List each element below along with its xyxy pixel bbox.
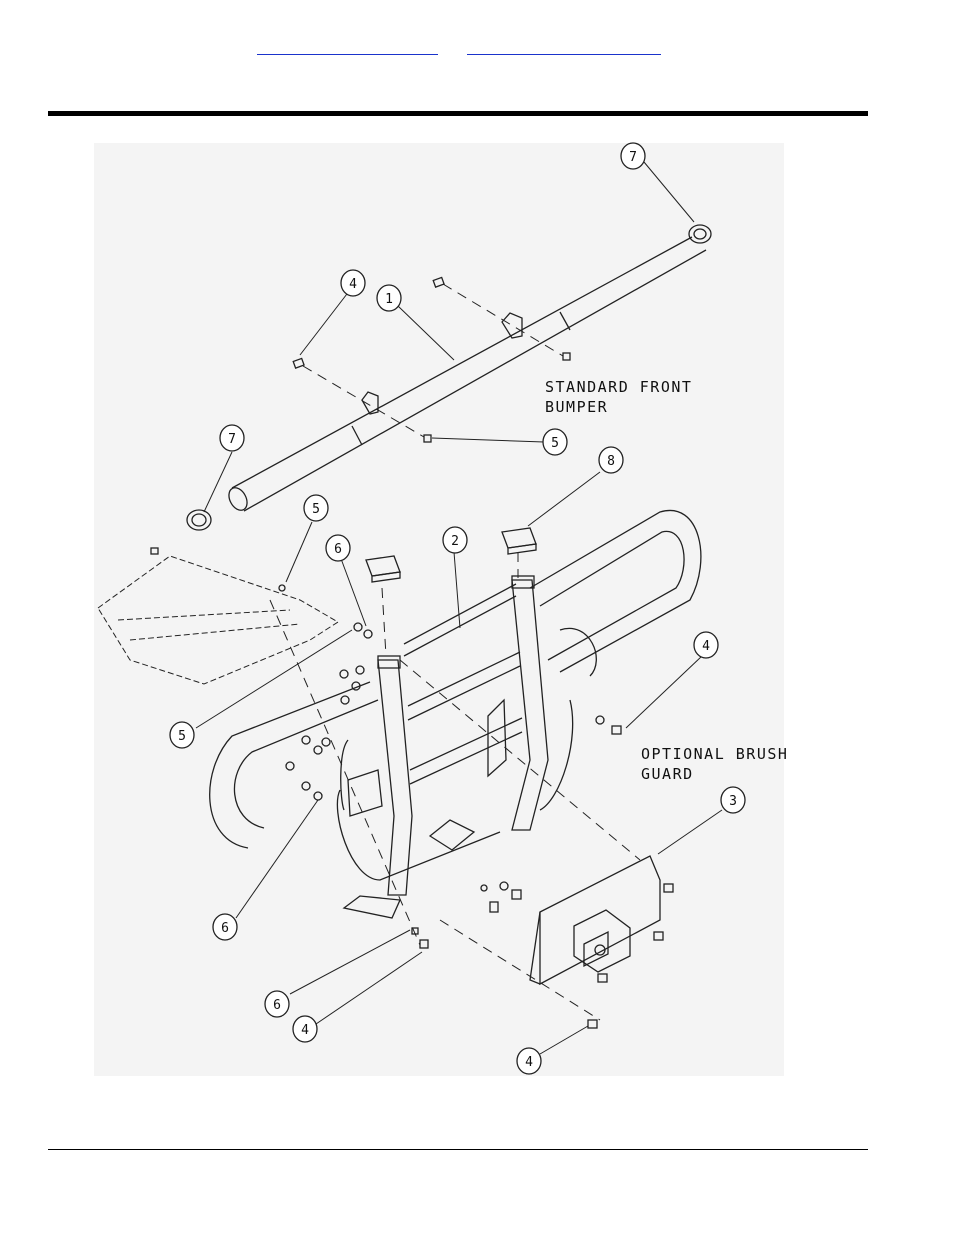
callout-6-left: 6	[221, 921, 229, 936]
note-optional-brush-guard-line1: OPTIONAL BRUSH	[641, 745, 788, 763]
callout-1: 1	[385, 292, 393, 307]
header-link-2[interactable]	[467, 40, 661, 55]
callouts	[169, 142, 746, 1075]
guard-hardware	[278, 584, 674, 1029]
note-standard-front-bumper-line2: BUMPER	[545, 398, 608, 416]
bumper-hardware	[292, 276, 571, 443]
alignment-lines	[269, 283, 641, 1021]
callout-4-lower: 4	[525, 1055, 533, 1070]
end-cap-left	[186, 509, 212, 531]
callout-3: 3	[729, 794, 737, 809]
top-divider	[48, 111, 868, 116]
callout-8: 8	[607, 454, 615, 469]
callout-5-floor: 5	[312, 502, 320, 517]
brush-guard	[209, 509, 702, 919]
bumper-tube	[228, 236, 707, 512]
bottom-divider	[48, 1149, 868, 1150]
callout-7-left: 7	[228, 432, 236, 447]
end-cap-right	[688, 224, 712, 244]
callout-5-left: 5	[178, 729, 186, 744]
callout-7-top: 7	[629, 150, 637, 165]
floor-plate	[97, 555, 339, 685]
note-standard-front-bumper-line1: STANDARD FRONT	[545, 378, 692, 396]
hitch-receiver-plate	[529, 855, 661, 986]
post-caps	[365, 527, 537, 583]
callout-6-upper: 6	[334, 542, 342, 557]
callout-2: 2	[451, 534, 459, 549]
note-optional-brush-guard-line2: GUARD	[641, 765, 694, 783]
parts-drawing-area	[94, 143, 784, 1076]
leader-lines	[195, 161, 723, 1055]
floor-nut	[150, 547, 159, 555]
callout-4-top: 4	[349, 277, 357, 292]
callout-5-bumper: 5	[551, 436, 559, 451]
header-link-1[interactable]	[257, 40, 438, 55]
callout-4-bottom: 4	[301, 1023, 309, 1038]
callout-6-bottom: 6	[273, 998, 281, 1013]
callout-4-right: 4	[702, 639, 710, 654]
